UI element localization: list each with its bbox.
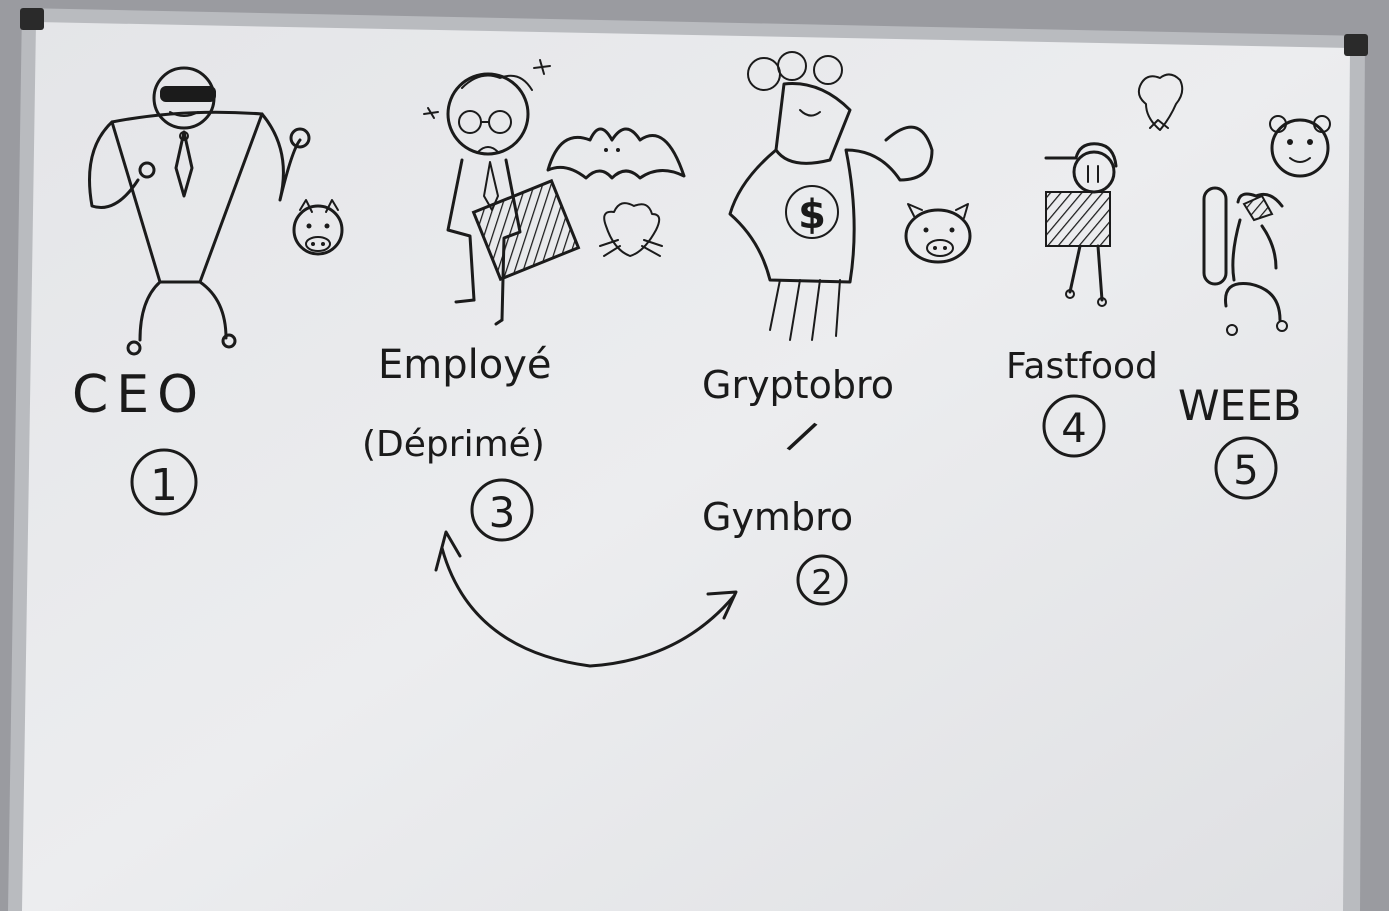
cryptobro-label: Gryptobro	[702, 363, 894, 407]
bat-icon	[546, 127, 686, 180]
dollar-muscle-icon: $	[728, 51, 934, 341]
fastfood-worker-icon	[1044, 142, 1118, 307]
frame-corner-left	[20, 8, 44, 30]
employee-label: Employé	[378, 342, 552, 388]
swap-arrow-icon	[434, 530, 738, 668]
rat-icon	[1137, 73, 1184, 131]
svg-text:$: $	[798, 192, 826, 238]
frame-corner-right	[1344, 34, 1368, 56]
ceo-label: CEO	[72, 365, 206, 425]
ceo-number: 1	[150, 460, 178, 511]
employee-number: 3	[489, 488, 516, 537]
rank-badge-cryptobro: 2	[796, 554, 848, 606]
weeb-label: WEEB	[1178, 381, 1301, 430]
fastfood-number: 4	[1061, 406, 1086, 452]
weeb-number: 5	[1233, 448, 1258, 494]
fastfood-label: Fastfood	[1006, 346, 1158, 387]
pig-icon	[904, 203, 972, 264]
depressed-employee-icon	[423, 59, 581, 326]
rank-badge-fastfood: 4	[1042, 394, 1106, 458]
suit-bodybuilder-icon	[88, 66, 311, 356]
board-surface	[22, 22, 1350, 911]
weeb-icon	[1202, 186, 1288, 336]
rat-icon	[599, 202, 663, 257]
employee-sublabel: (Déprimé)	[362, 424, 545, 465]
rank-badge-ceo: 1	[130, 448, 198, 516]
gymbro-label: Gymbro	[702, 495, 853, 539]
pig-icon	[292, 199, 344, 256]
rank-badge-weeb: 5	[1214, 436, 1278, 500]
cryptobro-number: 2	[811, 563, 833, 603]
rank-badge-employee: 3	[470, 478, 534, 542]
bear-icon	[1269, 115, 1331, 178]
